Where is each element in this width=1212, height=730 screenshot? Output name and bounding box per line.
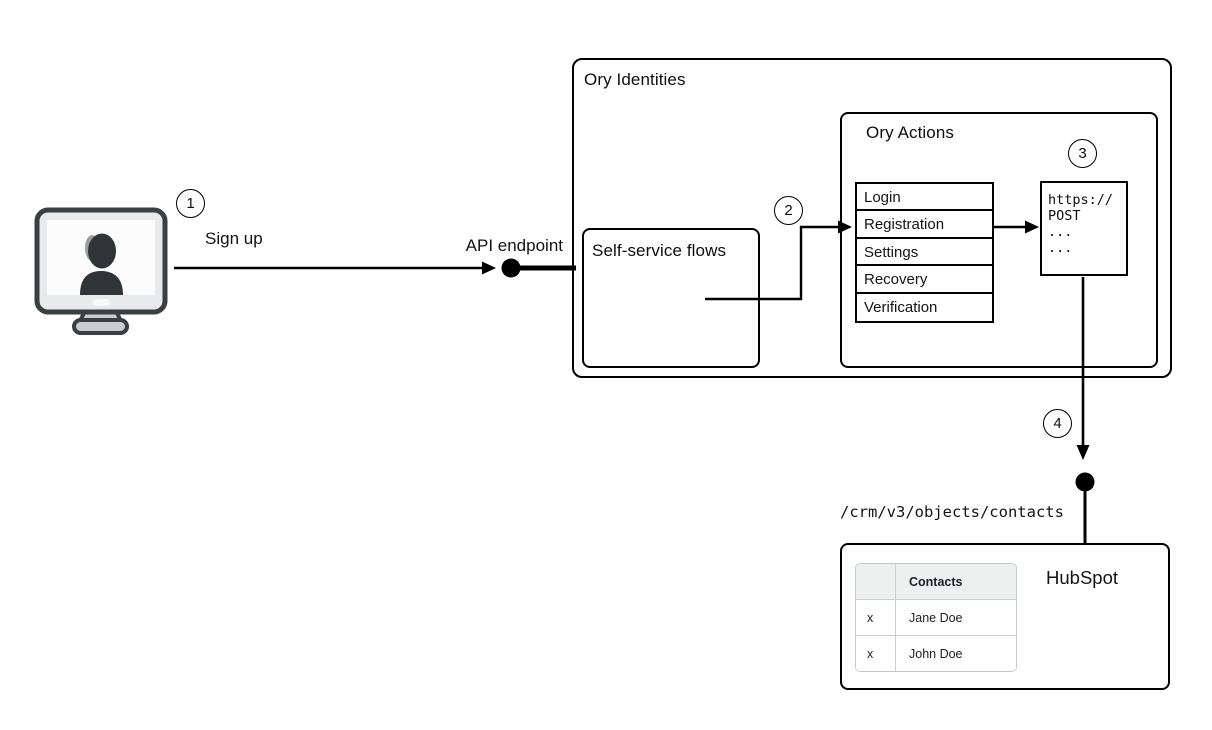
hubspot-box [840,543,1170,690]
code-line-url: https:// [1048,192,1114,208]
step-3-badge: 3 [1068,139,1097,168]
contact-row-jane: x Jane Doe [856,599,1016,635]
hubspot-title: HubSpot [1046,567,1118,588]
webhook-request-box: https:// POST ... ... [1040,181,1128,276]
step-1-badge: 1 [176,189,205,218]
api-endpoint-label: API endpoint [465,236,563,255]
step-2-badge: 2 [774,196,803,225]
contact-name: Jane Doe [909,610,963,625]
ory-actions-box [840,112,1158,368]
arrow-signup-head [482,261,496,275]
contacts-table: Contacts x Jane Doe x John Doe [855,563,1017,672]
crm-path-label: /crm/v3/objects/contacts [840,503,1064,521]
arrow-hubspot-head [1076,445,1090,460]
self-service-flow-list: Login Registration Settings Recovery Ver… [855,182,994,323]
contact-marker: x [856,600,896,635]
monitor-stand-base [72,318,129,335]
code-line-dots2: ... [1048,240,1073,256]
contact-marker: x [856,636,896,671]
ory-identities-title: Ory Identities [584,70,686,89]
code-line-dots1: ... [1048,224,1073,240]
flow-item-settings: Settings [857,239,992,267]
flow-item-login: Login [857,184,992,212]
contacts-table-header-row: Contacts [856,564,1016,599]
self-service-flows-title: Self-service flows [592,241,727,260]
step-4-badge: 4 [1043,409,1072,438]
contacts-header-cell: Contacts [909,574,963,589]
code-line-method: POST [1048,208,1081,224]
ory-identities-box [572,58,1172,378]
person-silhouette [80,233,123,295]
sign-up-label: Sign up [205,229,263,248]
flow-item-verification: Verification [864,298,938,316]
crm-endpoint-dot [1075,472,1095,492]
contacts-header-empty-cell [856,564,896,599]
flow-item-recovery: Recovery [857,266,992,294]
flow-item-registration: Registration [857,211,992,239]
monitor-button [93,299,110,306]
ory-actions-title: Ory Actions [866,123,955,142]
contact-name: John Doe [909,646,963,661]
api-endpoint-dot [501,258,521,278]
user-computer-icon [34,207,168,335]
contact-row-john: x John Doe [856,635,1016,671]
